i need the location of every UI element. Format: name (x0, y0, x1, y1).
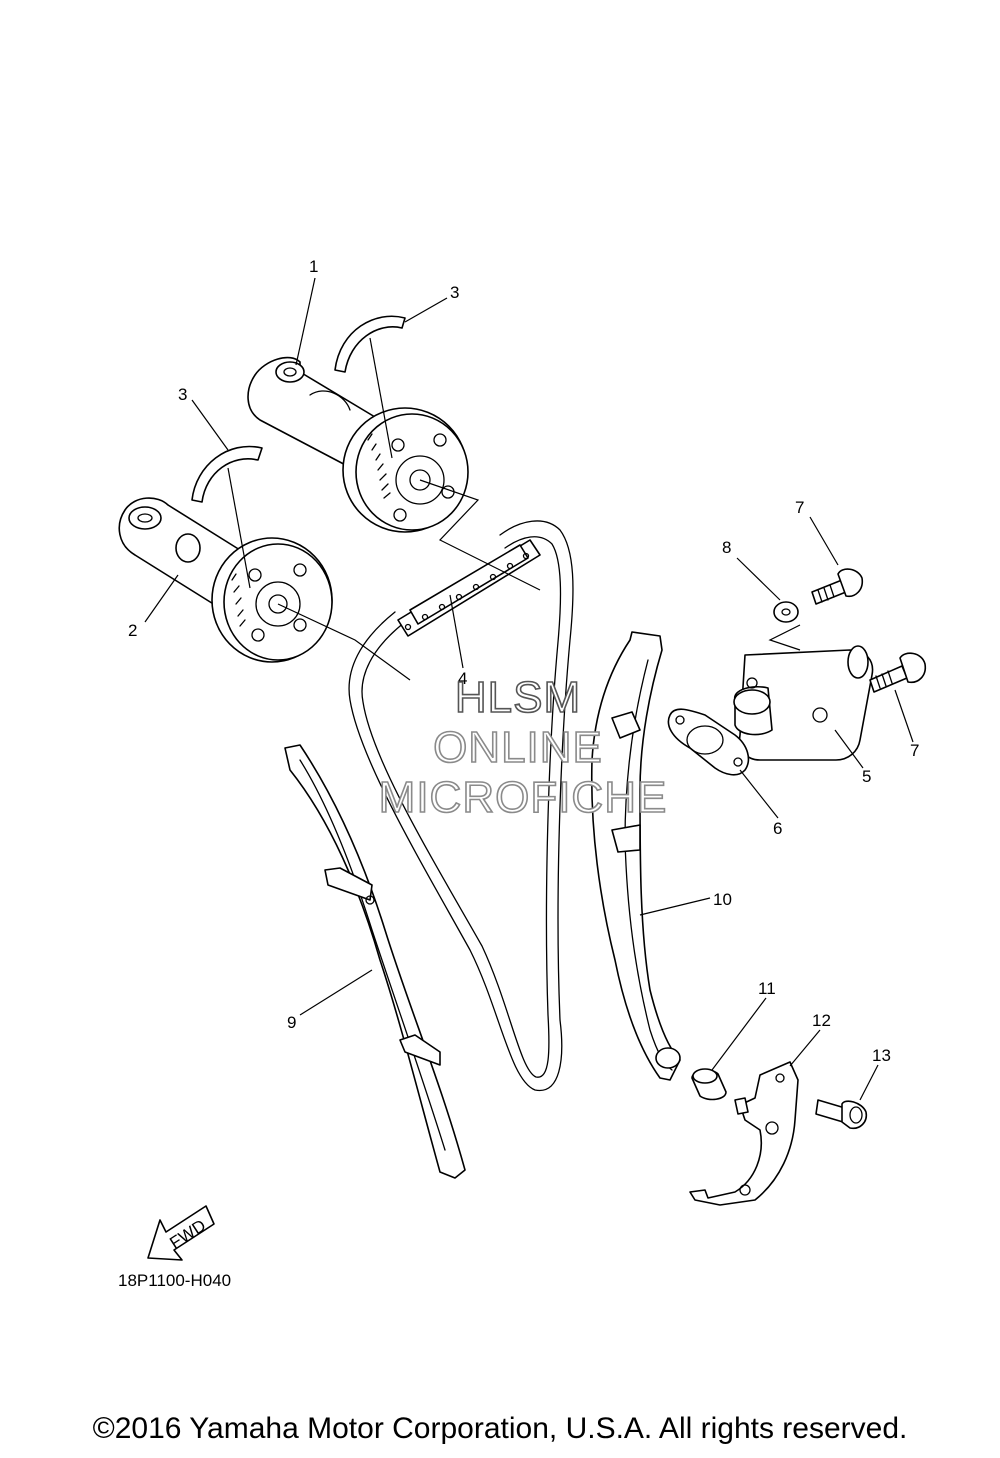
callout-1: 1 (309, 257, 318, 276)
clip-3-lower[interactable] (191, 445, 263, 503)
callout-3-lower: 3 (178, 385, 187, 404)
callout-numbers: 1 3 3 2 4 5 6 7 7 8 9 10 11 12 13 (128, 257, 919, 1065)
callout-9: 9 (287, 1013, 296, 1032)
cam-chain-links (397, 539, 541, 637)
diagram-code: 18P1100-H040 (118, 1271, 231, 1290)
bracket-12[interactable] (689, 1061, 799, 1206)
collar-11[interactable] (691, 1068, 727, 1101)
watermark-line-3: MICROFICHE (379, 773, 668, 822)
watermark-line-2: ONLINE (433, 723, 603, 772)
watermark: HLSM ONLINE MICROFICHE (378, 672, 668, 823)
callout-8: 8 (722, 538, 731, 557)
clip-3-upper[interactable] (334, 315, 406, 373)
chain-guide-9[interactable] (284, 744, 466, 1179)
callout-4: 4 (458, 669, 467, 688)
copyright-notice: ©2016 Yamaha Motor Corporation, U.S.A. A… (92, 1412, 908, 1445)
callout-10: 10 (713, 890, 732, 909)
bolt-7-lower[interactable] (869, 652, 927, 693)
callout-5: 5 (862, 767, 871, 786)
callout-6: 6 (773, 819, 782, 838)
callout-3-upper: 3 (450, 283, 459, 302)
callout-11: 11 (758, 979, 776, 998)
cam-chain[interactable] (348, 520, 574, 1092)
watermark-line-1: HLSM (455, 673, 581, 722)
callout-7-upper: 7 (795, 498, 804, 517)
callout-12: 12 (812, 1011, 831, 1030)
chain-guide-10[interactable] (590, 631, 681, 1081)
tensioner-5[interactable] (733, 645, 874, 761)
callout-7-lower: 7 (910, 741, 919, 760)
callout-13: 13 (872, 1046, 891, 1065)
bolt-7-upper[interactable] (811, 568, 864, 605)
camshaft-1[interactable] (247, 356, 469, 533)
leader-lines (144, 277, 914, 1101)
gasket-6[interactable] (667, 708, 750, 776)
camshaft-2[interactable] (118, 497, 333, 663)
washer-8[interactable] (773, 601, 799, 623)
fwd-arrow-icon: FWD (147, 1205, 215, 1261)
callout-2: 2 (128, 621, 137, 640)
bolt-13[interactable] (815, 1099, 868, 1130)
